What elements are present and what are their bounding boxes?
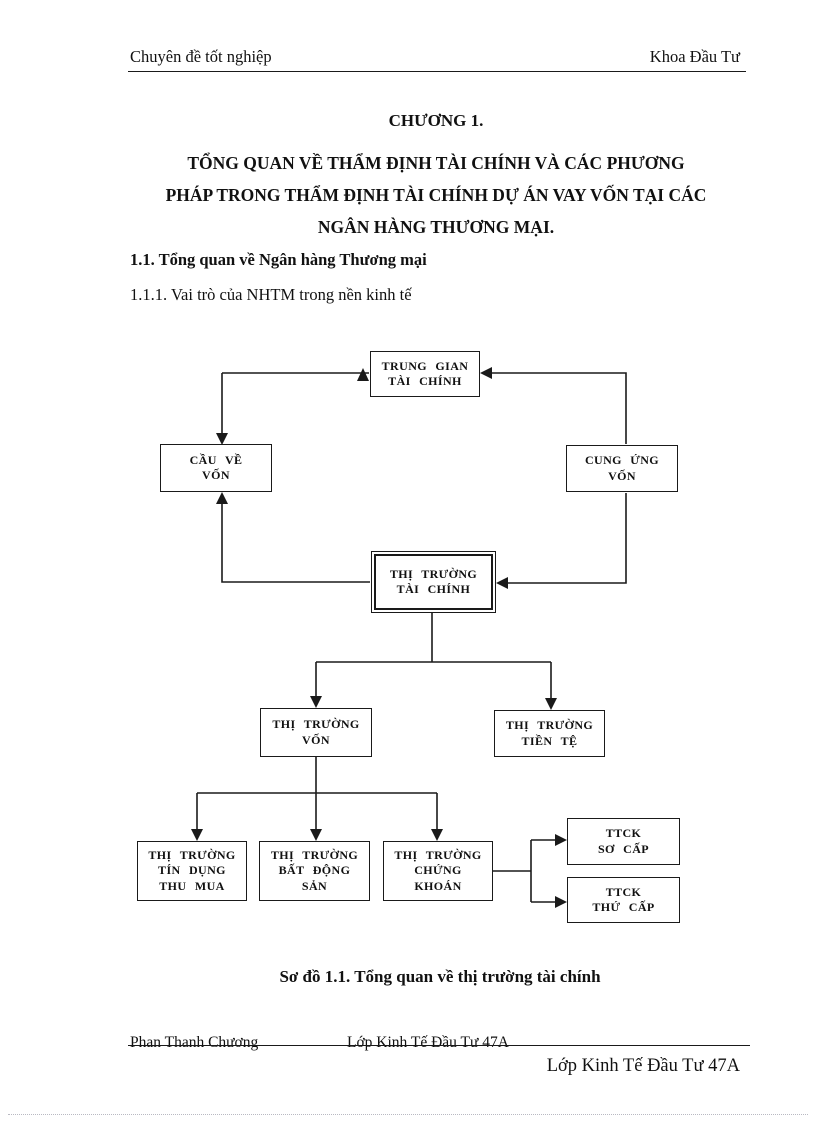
chapter-title-line-2: PHÁP TRONG THẨM ĐỊNH TÀI CHÍNH DỰ ÁN VAY… <box>165 185 707 205</box>
arrowhead-down-into-chung-khoan <box>431 829 443 841</box>
header-right-text: Khoa Đầu Tư <box>649 47 740 66</box>
node-thi-truong-tin-dung-thu-mua: THỊ TRƯỜNG TÍN DỤNG THU MUA <box>137 841 247 901</box>
arrowhead-down-into-bat-dong-san <box>310 829 322 841</box>
node-cau-ve-von: CẦU VỀ VỐN <box>160 444 272 492</box>
footer-author: Phan Thanh Chương <box>130 1034 259 1051</box>
section-heading-1-1: 1.1. Tổng quan về Ngân hàng Thương mại <box>130 250 427 269</box>
arrowhead-down-into-cau-ve-von <box>216 433 228 445</box>
arrowhead-left-into-tai-chinh <box>496 577 508 589</box>
node-thi-truong-tien-te: THỊ TRƯỜNG TIỀN TỆ <box>494 710 605 757</box>
node-trung-gian-tai-chinh: TRUNG GIAN TÀI CHÍNH <box>370 351 480 397</box>
node-thi-truong-bat-dong-san: THỊ TRƯỜNG BẤT ĐỘNG SẢN <box>259 841 370 901</box>
header-left-text: Chuyên đề tốt nghiệp <box>130 47 272 66</box>
node-thi-truong-tai-chinh-label: THỊ TRƯỜNG TÀI CHÍNH <box>374 554 493 610</box>
subsection-heading-1-1-1: 1.1.1. Vai trò của NHTM trong nền kinh t… <box>130 285 412 304</box>
footer-rule <box>128 1045 750 1046</box>
node-thi-truong-chung-khoan: THỊ TRƯỜNG CHỨNG KHOÁN <box>383 841 493 901</box>
node-thi-truong-tai-chinh: THỊ TRƯỜNG TÀI CHÍNH <box>371 551 496 613</box>
chapter-title: TỔNG QUAN VỀ THẨM ĐỊNH TÀI CHÍNH VÀ CÁC … <box>118 147 754 243</box>
diagram-caption: Sơ đồ 1.1. Tổng quan về thị trường tài c… <box>279 967 601 986</box>
node-thi-truong-von: THỊ TRƯỜNG VỐN <box>260 708 372 757</box>
arrowhead-right-into-thu-cap <box>555 896 567 908</box>
arrowhead-left-into-trung-gian <box>480 367 492 379</box>
node-ttck-thu-cap: TTCK THỨ CẤP <box>567 877 680 923</box>
page-bottom-dotted-line <box>8 1114 808 1115</box>
footer-class-line2: Lớp Kinh Tế Đầu Tư 47A <box>546 1056 740 1076</box>
chapter-title-line-1: TỔNG QUAN VỀ THẨM ĐỊNH TÀI CHÍNH VÀ CÁC … <box>187 153 685 173</box>
footer-class-line1: Lớp Kinh Tế Đầu Tư 47A <box>347 1034 509 1051</box>
arrowhead-down-into-tien-te <box>545 698 557 710</box>
arrowhead-down-into-von <box>310 696 322 708</box>
arrowhead-up-into-trung-gian <box>357 368 369 381</box>
financial-market-diagram: TRUNG GIAN TÀI CHÍNH CẦU VỀ VỐN CUNG ỨNG… <box>120 340 760 940</box>
node-ttck-so-cap: TTCK SƠ CẤP <box>567 818 680 865</box>
diagram-connectors <box>191 367 627 908</box>
header-rule <box>128 71 746 72</box>
arrowhead-down-into-tin-dung <box>191 829 203 841</box>
arrowhead-up-into-cau-ve-von-bottom <box>216 492 228 504</box>
chapter-number: CHƯƠNG 1. <box>388 111 484 130</box>
arrowhead-right-into-so-cap <box>555 834 567 846</box>
chapter-title-line-3: NGÂN HÀNG THƯƠNG MẠI. <box>317 217 555 237</box>
node-cung-ung-von: CUNG ỨNG VỐN <box>566 445 678 492</box>
